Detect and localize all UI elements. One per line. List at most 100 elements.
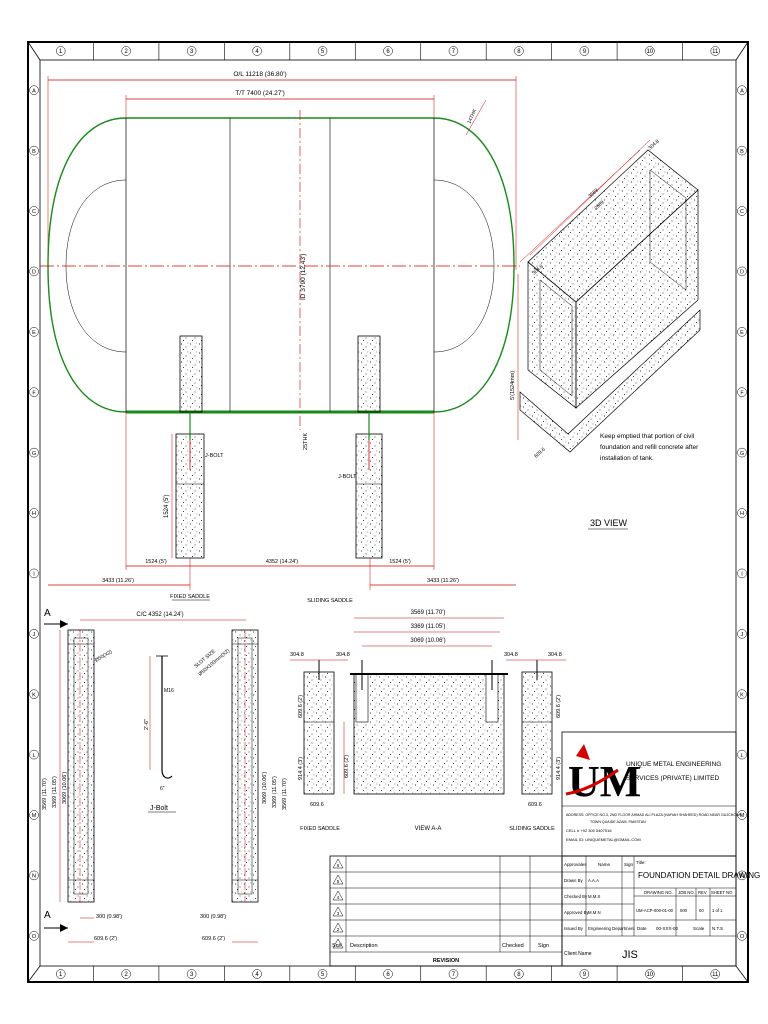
fixed-saddle-label: FIXED SADDLE (170, 594, 210, 600)
grid-column-label: 10 (646, 972, 653, 978)
grid-column-label: 3 (190, 972, 194, 978)
approval-row-label: Issued By (564, 926, 584, 931)
jbolt-length: 2'-6" (144, 719, 150, 730)
grid-row-label: F (740, 390, 744, 396)
grid-row-label: K (32, 692, 36, 698)
grid-row-label: N (32, 874, 36, 880)
right-h2: 3369 (11.05') (272, 776, 278, 808)
view-aa-elevation: 3569 (11.70') 3369 (11.05') 3069 (10.06'… (290, 610, 566, 832)
approval-row-name: M.M.N (588, 910, 601, 915)
grid-column-label: 5 (321, 49, 325, 55)
grid-row-label: O (32, 934, 37, 940)
company-cell: CELL # +92 300 5407516 (566, 828, 612, 833)
3d-note-line3: installation of tank. (600, 455, 654, 462)
foundation-3d-view: 304.8 3569 2969 304.8 5'(1524mm) 609.6 K… (510, 139, 701, 530)
saddle-spacing-label: 4352 (14.24') (266, 559, 298, 565)
grid-column-label: 4 (255, 972, 259, 978)
job-no-header: JOB NO. (678, 890, 695, 895)
tank-elevation: O/L 11218 (36.80') T/T 7400 (24.27') ID … (40, 71, 520, 604)
rev-header-checked: Checked (502, 943, 524, 949)
company-name-1: UNIQUE METAL ENGINEERING (626, 761, 721, 768)
client-value: JIS (622, 949, 638, 961)
hole-dia-label: Ø50(X2) (94, 649, 114, 664)
grid-column-label: 2 (125, 49, 129, 55)
grid-row-label: B (740, 149, 744, 155)
sliding-h914: 914.4 (3') (556, 757, 562, 780)
grid-column-label: 7 (452, 49, 456, 55)
grid-column-label: 11 (712, 972, 719, 978)
approvals-name-header: Name (598, 862, 611, 867)
grid-row-label: A (740, 88, 744, 94)
fixed-side-l: 304.8 (290, 652, 304, 658)
fixed-side-r: 304.8 (336, 652, 350, 658)
end-right-label: 3433 (11.26') (427, 578, 459, 584)
left-offset-label: 1524 (5') (145, 559, 167, 565)
grid-column-label: 1 (59, 972, 63, 978)
fixed-h914: 914.4 (3') (298, 757, 304, 780)
approval-row-name: M.M.S (588, 894, 601, 899)
company-name-2: SERVICES (PRIVATE) LIMITED (626, 775, 719, 782)
grid-row-label: H (32, 511, 36, 517)
date-header: Date (637, 926, 647, 931)
grid-row-label: L (740, 753, 743, 759)
view-aa-mid-h609: 609.6 (2') (344, 755, 350, 778)
title-label: Title: (636, 860, 646, 865)
revision-title: REVISION (433, 958, 459, 964)
w609-right: 609.6 (2') (202, 936, 225, 942)
scale-value: N.T.S (712, 926, 723, 931)
grid-column-label: 10 (646, 49, 653, 55)
left-h1: 3569 (11.70') (42, 778, 48, 810)
grid-row-label: F (32, 390, 36, 396)
revision-number: 5 (337, 879, 340, 884)
grid-row-label: L (32, 753, 35, 759)
rev-value: 00 (699, 908, 704, 913)
revision-number: 6 (337, 863, 340, 868)
grid-row-label: D (32, 270, 36, 276)
company-logo: UM (565, 744, 641, 806)
company-email: EMAIL ID: UNIQUEMETAL@GMAIL.COM (566, 837, 641, 842)
jbolt-m16: M16 (164, 688, 174, 694)
grid-column-label: 6 (386, 49, 390, 55)
sliding-w609: 609.6 (528, 802, 542, 808)
grid-column-label: 9 (583, 49, 587, 55)
sheet-value: 1 of 1 (712, 908, 723, 913)
revision-number: 1 (337, 943, 340, 948)
grid-row-label: D (740, 270, 744, 276)
sliding-saddle-label: SLIDING SADDLE (307, 598, 353, 604)
sliding-h609: 609.6 (2') (556, 695, 562, 718)
approvals-header: Approvales (564, 862, 587, 867)
fixed-h609: 609.6 (2') (298, 695, 304, 718)
drawing-title: FOUNDATION DETAIL DRAWING (638, 871, 760, 880)
3d-note-line2: foundation and refill concrete after (600, 444, 699, 451)
client-header: Client Name (564, 951, 592, 957)
grid-column-label: 4 (255, 49, 259, 55)
grid-row-label: K (740, 692, 744, 698)
approval-row-name: A.A.A (588, 878, 599, 883)
grid-column-label: 3 (190, 49, 194, 55)
scale-header: Scale (693, 926, 705, 931)
revision-number: 2 (337, 927, 340, 932)
3d-dim-height: 5'(1524mm) (510, 371, 516, 400)
view-aa-label: VIEW A-A (415, 826, 442, 832)
section-marker-top: A (44, 608, 51, 619)
grid-row-label: J (741, 632, 744, 638)
drawing-no-value: UM-ACP-000-01-00 (636, 908, 674, 913)
sliding-side-r: 304.8 (548, 652, 562, 658)
grid-row-label: G (740, 451, 744, 457)
sheet-header: SHEET NO (711, 890, 733, 895)
view-aa-sliding: SLIDING SADDLE (509, 826, 555, 832)
date-value: 00-XXX-00 (656, 926, 679, 931)
grid-row-label: I (33, 572, 35, 578)
company-block: UM UNIQUE METAL ENGINEERING SERVICES (PR… (561, 731, 743, 857)
grid-row-label: A (32, 88, 36, 94)
3d-view-title: 3D VIEW (590, 518, 628, 528)
grid-column-label: 9 (583, 972, 587, 978)
grid-row-label: C (32, 209, 36, 215)
